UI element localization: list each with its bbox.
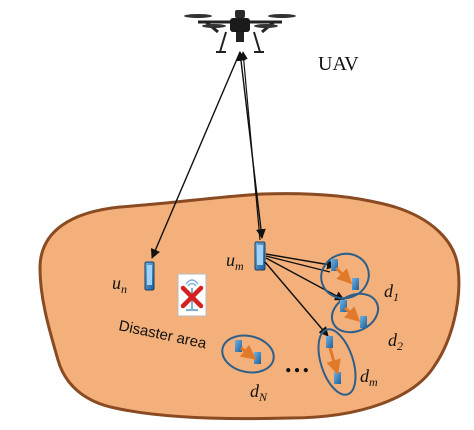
phone-icon (144, 261, 155, 291)
uav-label: UAV (318, 53, 359, 75)
cluster-dN (221, 334, 275, 374)
broken-base-station-icon (177, 273, 207, 317)
phone-icon (340, 300, 347, 312)
cluster-d1 (320, 252, 370, 300)
link-um-dm (264, 261, 329, 337)
link-um-uav-return (239, 51, 261, 241)
link-um-d2 (265, 257, 345, 301)
phone-icon (360, 316, 367, 328)
link-um-d1 (265, 253, 337, 270)
d-N-label: dN (250, 381, 268, 404)
phone-icon (352, 278, 359, 290)
drone-icon (184, 10, 296, 53)
link-um-d1b (265, 255, 331, 273)
phone-icon (334, 372, 341, 384)
cluster-d2 (330, 292, 380, 334)
phone-icon (254, 241, 266, 271)
d-1-label: d1 (384, 281, 399, 304)
phone-icon (254, 352, 261, 364)
u-n-label: un (112, 273, 127, 296)
d-2-label: d2 (388, 330, 403, 353)
link-uav-un (150, 51, 241, 259)
u-m-label: um (226, 250, 244, 273)
d-m-label: dm (360, 366, 378, 389)
cluster-dm (317, 328, 357, 396)
phone-icon (331, 259, 338, 271)
phone-icon (326, 336, 333, 348)
phone-icon (235, 340, 242, 352)
ellipsis-label: … (284, 349, 310, 378)
